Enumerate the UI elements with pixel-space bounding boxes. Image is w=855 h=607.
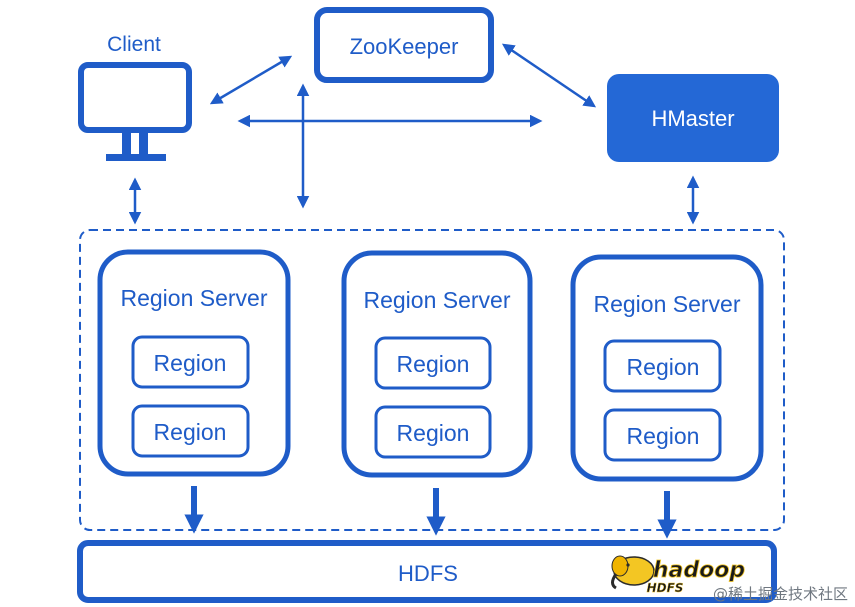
region-server-label: Region Server [593, 291, 740, 317]
region-server-1: Region Server Region Region [97, 249, 291, 477]
zookeeper-label: ZooKeeper [350, 34, 459, 59]
hadoop-logo-text: hadoop [653, 558, 745, 583]
hmaster-label: HMaster [651, 106, 734, 131]
elephant-icon [611, 555, 655, 590]
client-zookeeper-arrow [209, 55, 293, 105]
watermark-text: @稀土掘金技术社区 [713, 585, 848, 603]
monitor-icon [78, 62, 192, 161]
client-label: Client [107, 33, 161, 56]
region-label: Region [154, 350, 227, 376]
region-server-2: Region Server Region Region [341, 250, 533, 478]
region-server-3: Region Server Region Region [570, 254, 764, 482]
connectors [128, 43, 700, 225]
hmaster-node: HMaster [607, 74, 779, 162]
hdfs-logo-subtext: HDFS [647, 581, 684, 595]
region-server-label: Region Server [363, 287, 510, 313]
region-label: Region [397, 351, 470, 377]
hdfs-node: HDFS [77, 540, 777, 603]
region-label: Region [627, 354, 700, 380]
region-server-label: Region Server [120, 285, 267, 311]
zookeeper-node: ZooKeeper [314, 7, 494, 83]
region-label: Region [397, 420, 470, 446]
client-node: Client [78, 33, 192, 161]
region-server-cluster [79, 229, 785, 531]
region-label: Region [627, 423, 700, 449]
hdfs-write-arrows [184, 486, 677, 539]
region-label: Region [154, 419, 227, 445]
zookeeper-hmaster-arrow [501, 43, 597, 108]
hdfs-label: HDFS [398, 561, 458, 586]
hadoop-logo: hadoop HDFS [611, 555, 746, 595]
